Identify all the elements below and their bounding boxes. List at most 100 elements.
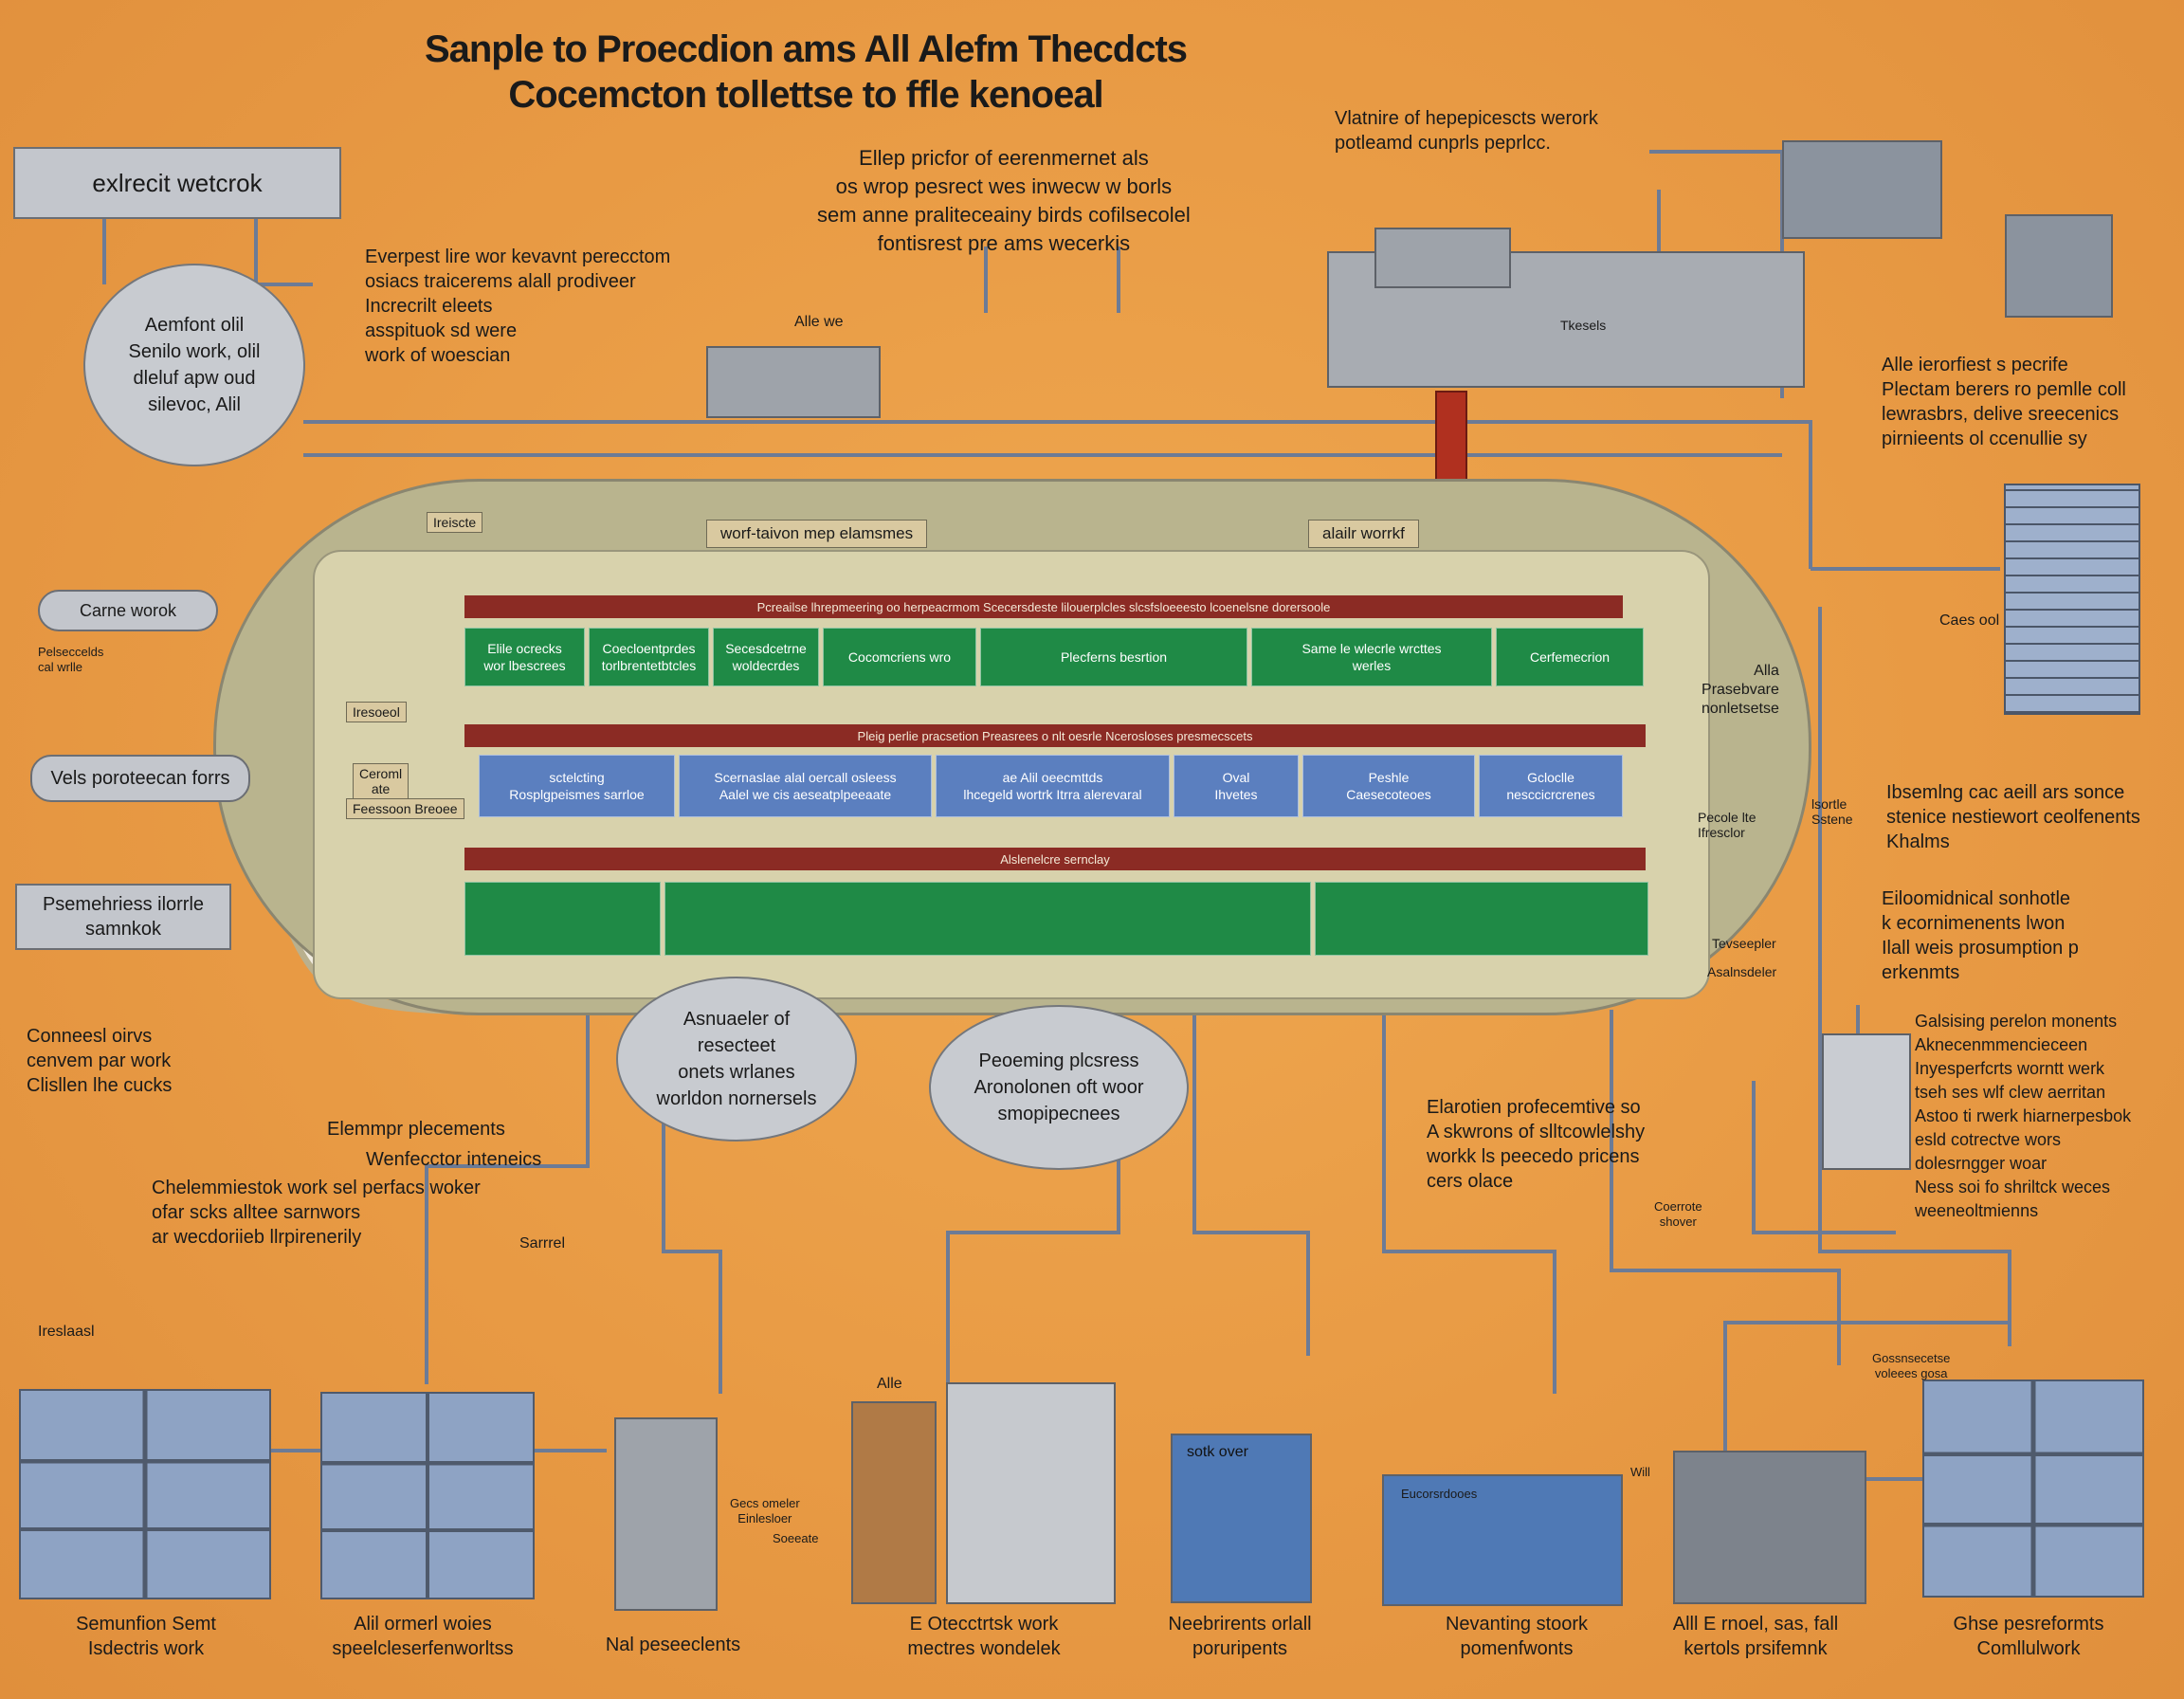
right-note: Eiloomidnical sonhotle k ecornimenents l… <box>1882 888 2079 983</box>
process-cell: Oval Ihvetes <box>1174 755 1299 817</box>
plant-side-tag: Pecole lte Ifresclor <box>1698 810 1756 840</box>
plant-side-tag: Ceroml ate <box>353 763 410 799</box>
bottom-press <box>1673 1451 1866 1604</box>
bottom-caption: Nal peseeclents <box>605 1635 741 1655</box>
left-box-label: Psemehriess ilorrle samnkok <box>15 884 231 950</box>
wire <box>1382 1010 1556 1394</box>
bottom-cabinet <box>1922 1379 2144 1598</box>
left-note: Elemmpr plecements <box>327 1119 505 1140</box>
side-document-panel <box>1822 1033 1911 1170</box>
left-small-label: Pelseccelds cal wrlle <box>38 645 104 674</box>
plant-tag: alailr worrkf <box>1308 520 1419 548</box>
bottom-small-label: Gossnsecetse voleees gosa <box>1872 1351 1951 1380</box>
process-bar-top: Pcreailse lhrepmeering oo herpeacrmom Sc… <box>464 595 1623 618</box>
diagram-subtitle: Cocemcton tollettse to ffle kenoeal <box>508 74 1103 116</box>
bottom-machine <box>1382 1474 1623 1606</box>
plant-side-tag: Iresoeol <box>346 702 407 722</box>
right-note: Alle ierorfiest s pecrife Plectam berers… <box>1882 355 2126 449</box>
bottom-tank <box>1171 1434 1312 1603</box>
equipment-row <box>464 882 1648 956</box>
process-cell: Gcloclle nesccicrcrenes <box>1479 755 1623 817</box>
equipment-cell <box>664 882 1311 956</box>
right-small-label: Caes ool <box>1939 612 2000 629</box>
process-bar-middle: Pleig perlie pracsetion Preasrees o nlt … <box>464 724 1646 747</box>
wire <box>303 420 1812 569</box>
bottom-caption: E Otecctrtsk work mectres wondelek <box>907 1614 1061 1659</box>
center-left-cloud: Asnuaeler of resecteet onets wrlanes wor… <box>616 977 857 1142</box>
bottom-small-label: Gecs omeler Einlesloer <box>730 1496 800 1525</box>
network-label-box: exlrecit wetcrok <box>13 147 341 219</box>
process-cell: Secesdcetrne woldecrdes <box>713 628 819 686</box>
bottom-door <box>851 1401 937 1604</box>
left-note: Conneesl oirvs cenvem par work Clisllen … <box>27 1026 173 1096</box>
bottom-caption: Nevanting stoork pomenfwonts <box>1445 1614 1589 1659</box>
control-unit <box>1782 140 1942 239</box>
bottom-caption: Alll E rnoel, sas, fall kertols prsifemn… <box>1672 1614 1839 1659</box>
process-cell: Plecferns besrtion <box>980 628 1247 686</box>
equipment-cell <box>1315 882 1648 956</box>
bottom-small-label: Eucorsrdooes <box>1401 1487 1478 1501</box>
plant-tag: worf-taivon mep elamsmes <box>706 520 928 548</box>
right-small-label: Alla Prasebvare nonletsetse <box>1702 663 1779 717</box>
plant-side-tag: Tevseepler <box>1712 936 1776 951</box>
top-equipment-unit <box>706 346 881 418</box>
machine-label: Tkesels <box>1560 318 1607 333</box>
plant-side-tag: lsortle Sstene <box>1811 796 1853 827</box>
top-center-note: Ellep pricfor of eerenmernet als os wrop… <box>817 146 1191 255</box>
wire <box>662 1010 722 1394</box>
diagram-title: Sanple to Proecdion ams All Alefm Thecdc… <box>424 28 1188 70</box>
center-right-cloud: Peoeming plcsress Aronolonen oft woor sm… <box>929 1005 1189 1170</box>
left-mid-note: Everpest lire wor kevavnt perecctom osia… <box>365 247 671 366</box>
bottom-small-label: Soeeate <box>773 1531 819 1545</box>
process-cell: Elile ocrecks wor lbescrees <box>464 628 585 686</box>
wire <box>425 1010 590 1384</box>
bottom-small-label: Ireslaasl <box>38 1324 95 1340</box>
plant-side-tag: Asalnsdeler <box>1707 964 1777 979</box>
machine-top-housing <box>1374 228 1511 288</box>
green-process-row: Elile ocrecks wor lbescrees Coecloentprd… <box>464 628 1644 686</box>
right-note: Galsising perelon monents Aknecenmmencie… <box>1915 1012 2132 1220</box>
left-pill-label: Vels poroteecan forrs <box>30 755 250 802</box>
small-note: Alle we <box>794 314 844 330</box>
right-small-label: Coerrote shover <box>1654 1199 1702 1229</box>
bottom-cabinet <box>19 1389 271 1599</box>
process-cell: Same le wlecrle wrcttes werles <box>1251 628 1492 686</box>
equipment-cell <box>464 882 661 956</box>
bottom-small-label: sotk over <box>1187 1444 1248 1460</box>
side-control-unit <box>2005 214 2113 318</box>
top-left-cloud: Aemfont olil Senilo work, olil dleluf ap… <box>83 264 305 466</box>
wire <box>254 218 313 286</box>
plant-tag: Ireiscte <box>427 512 483 533</box>
bottom-control-cabinet <box>946 1382 1116 1604</box>
wire <box>1610 1010 1841 1365</box>
bottom-cabinet <box>320 1392 535 1599</box>
bottom-caption: Neebrirents orlall poruripents <box>1168 1614 1312 1659</box>
bottom-small-label: Alle <box>877 1376 902 1392</box>
process-cell: sctelcting Rosplgpeismes sarrloe <box>479 755 675 817</box>
wire <box>1752 1081 1896 1234</box>
top-right-note: Vlatnire of hepepicescts werork potleamd… <box>1335 108 1598 154</box>
bottom-unit <box>614 1417 718 1611</box>
process-cell: ae Alil oeecmttds lhcegeld wortrk Itrra … <box>936 755 1170 817</box>
process-bar-bottom: Alslenelcre sernclay <box>464 848 1646 870</box>
process-cell: Cerfemecrion <box>1496 628 1644 686</box>
left-note: Wenfecctor inteneics <box>366 1149 542 1170</box>
process-cell: Cocomcriens wro <box>823 628 976 686</box>
left-small-label: Sarrrel <box>519 1235 566 1251</box>
bottom-caption: Ghse pesreformts Comllulwork <box>1953 1614 2104 1659</box>
process-cell: Coecloentprdes torlbrentetbtcles <box>589 628 709 686</box>
process-cell: Peshle Caesecoteoes <box>1302 755 1475 817</box>
bottom-caption: Semunfion Semt Isdectris work <box>76 1614 216 1659</box>
right-note: Elarotien profecemtive so A skwrons of s… <box>1427 1097 1646 1192</box>
wire <box>1723 1261 2011 1451</box>
left-pill-label: Carne worok <box>38 590 218 631</box>
blue-process-row: sctelcting Rosplgpeismes sarrloe Scernas… <box>479 755 1623 817</box>
plant-side-tag: Feessoon Breoee <box>346 798 464 819</box>
wire <box>1192 1010 1310 1356</box>
right-server-rack <box>2004 484 2140 715</box>
process-cell: Scernaslae alal oercall osleess Aalel we… <box>679 755 932 817</box>
left-note: Chelemmiestok work sel perfacs woker ofa… <box>152 1178 481 1248</box>
right-note: Ibsemlng cac aeill ars sonce stenice nes… <box>1886 782 2140 852</box>
bottom-small-label: Will <box>1630 1465 1650 1479</box>
